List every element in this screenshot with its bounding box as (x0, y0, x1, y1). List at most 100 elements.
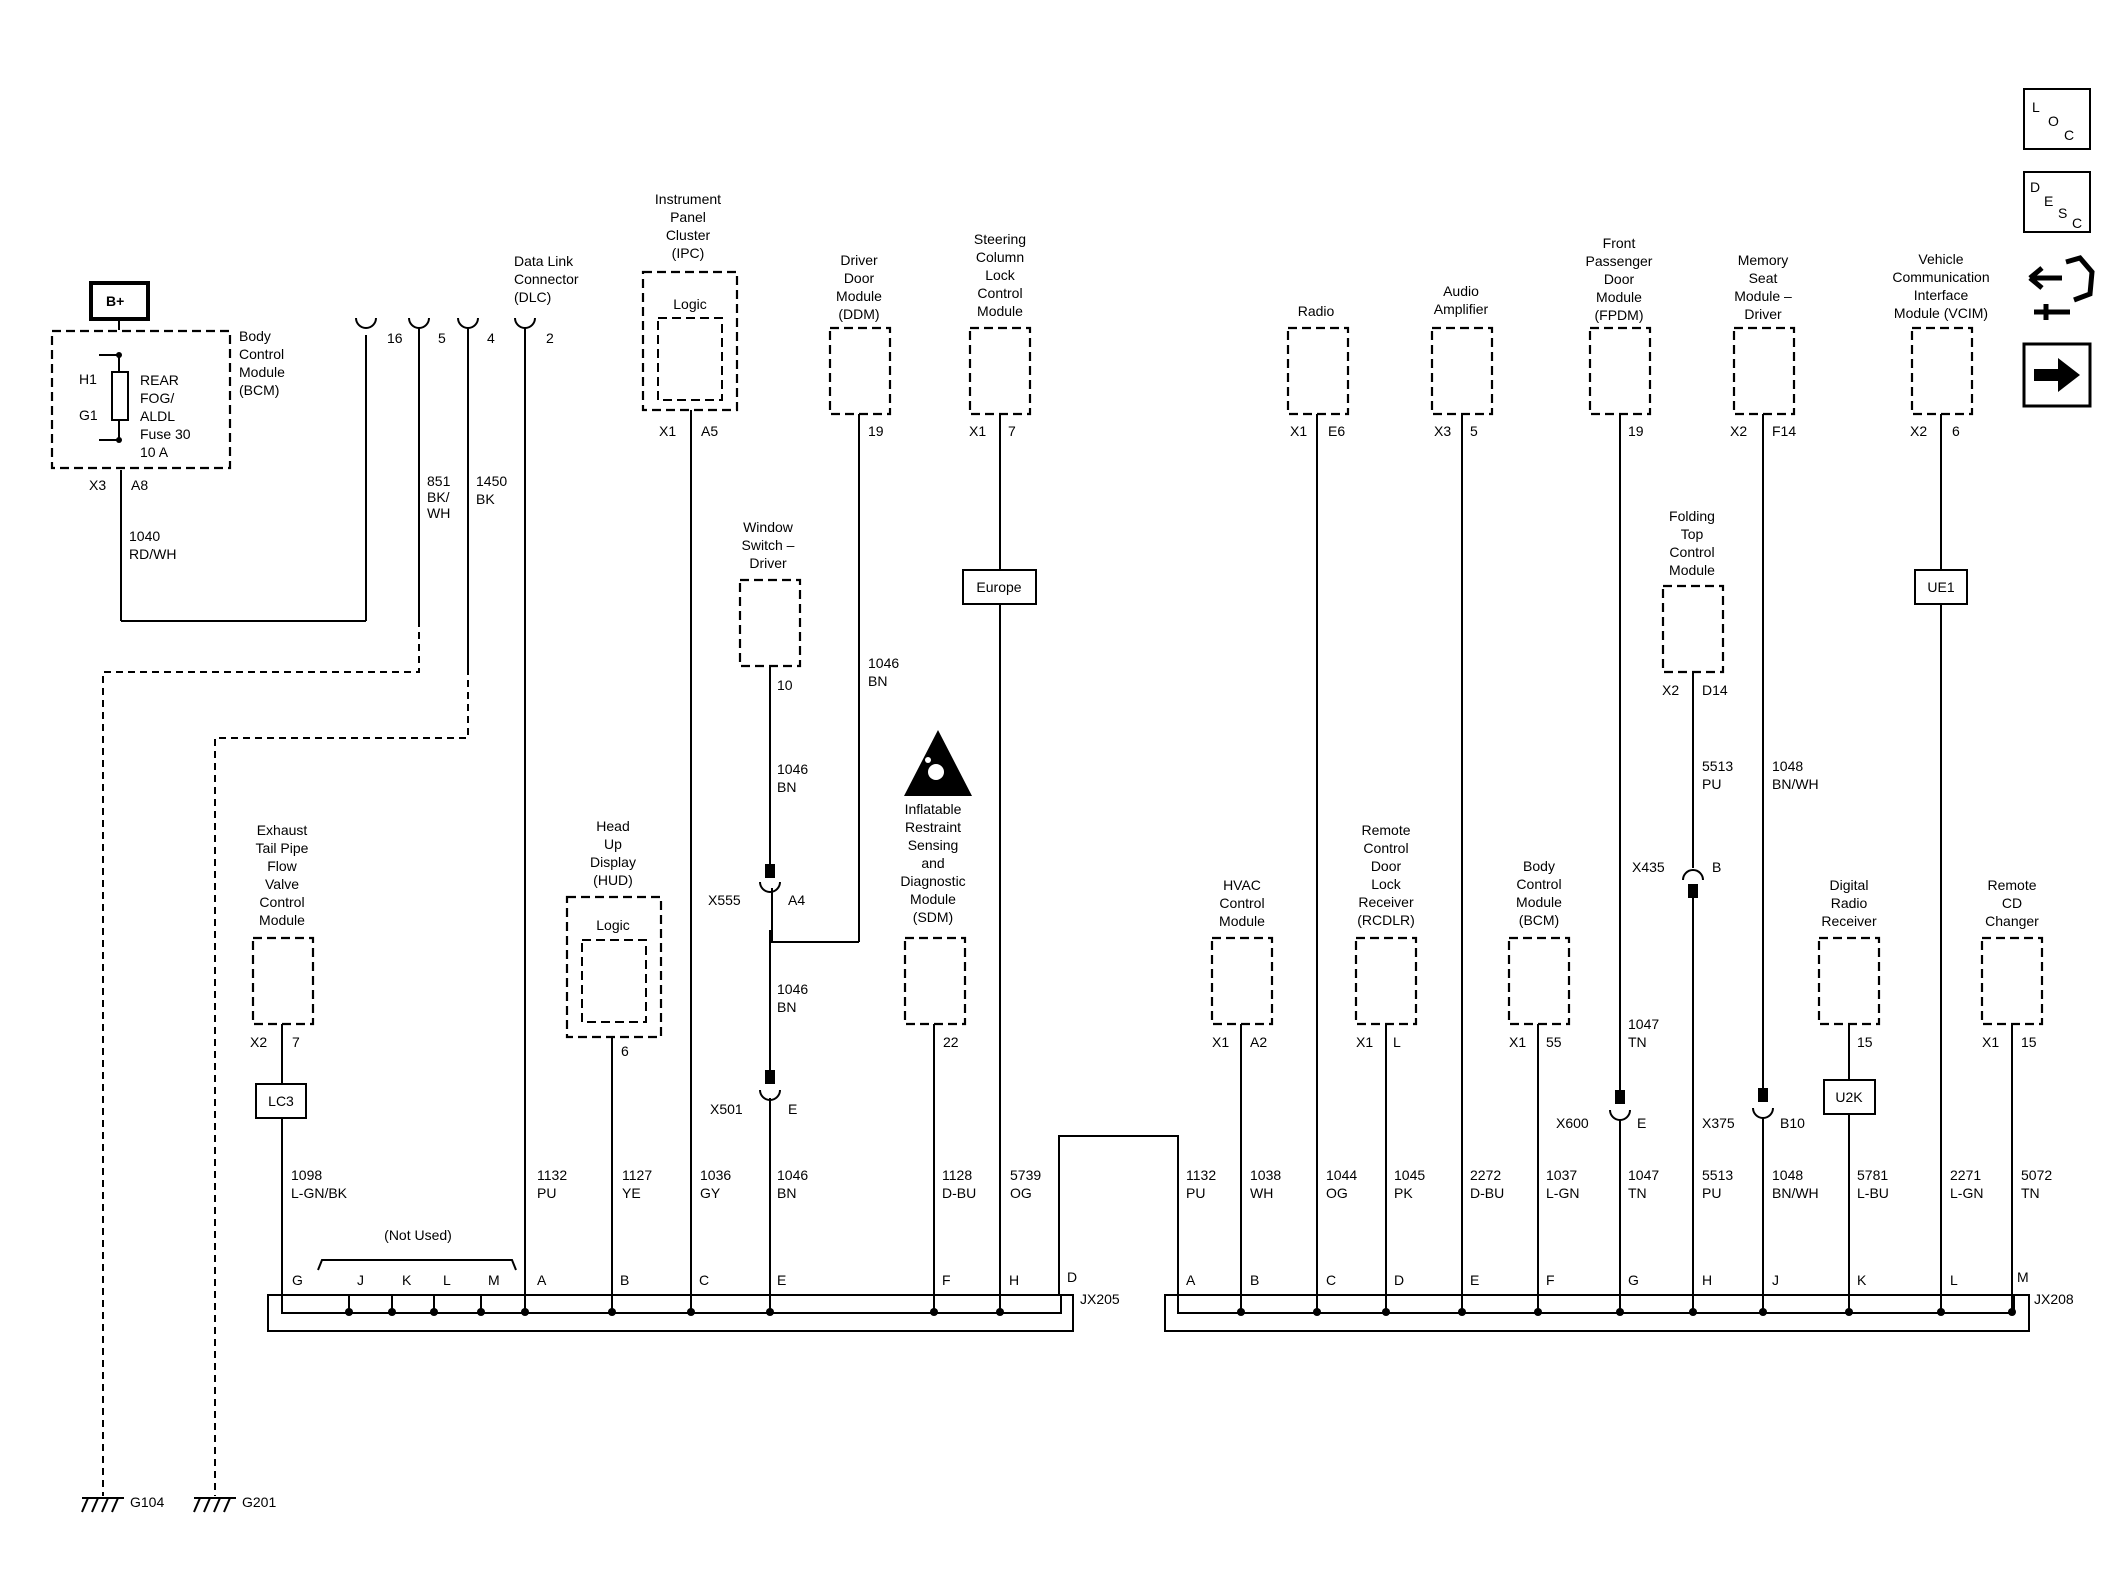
battery-positive-label: B+ (89, 281, 150, 321)
svg-text:19: 19 (868, 423, 884, 439)
svg-text:Restraint: Restraint (905, 819, 961, 835)
bcm-top-module: H1 G1 REAR FOG/ ALDL Fuse 30 10 A Body C… (50, 328, 285, 470)
svg-text:X3: X3 (89, 477, 106, 493)
bcm-lower-module: Body Control Module (BCM) (1507, 858, 1571, 1026)
svg-text:X1: X1 (1290, 423, 1307, 439)
svg-text:Changer: Changer (1985, 913, 2039, 929)
svg-text:Top: Top (1681, 526, 1704, 542)
x555-inline-connector: X555 A4 (708, 864, 805, 908)
svg-text:1046: 1046 (777, 981, 808, 997)
svg-text:Window: Window (743, 519, 794, 535)
svg-text:X1: X1 (969, 423, 986, 439)
svg-text:OG: OG (1326, 1185, 1348, 1201)
svg-text:Head: Head (596, 818, 629, 834)
svg-text:(BCM): (BCM) (239, 382, 279, 398)
ground-g201: G201 (193, 1494, 276, 1513)
svg-text:L: L (1950, 1272, 1958, 1288)
svg-text:1132: 1132 (537, 1167, 567, 1183)
svg-text:X501: X501 (710, 1101, 743, 1117)
svg-text:Module –: Module – (1734, 288, 1792, 304)
sdm-module: Inflatable Restraint Sensing and Diagnos… (900, 801, 967, 1026)
svg-text:X600: X600 (1556, 1115, 1589, 1131)
svg-text:Control: Control (1219, 895, 1264, 911)
svg-text:BK/: BK/ (427, 489, 450, 505)
svg-text:Logic: Logic (673, 296, 706, 312)
europe-option-tag: Europe (962, 569, 1037, 605)
svg-text:16: 16 (387, 330, 403, 346)
svg-text:5072: 5072 (2021, 1167, 2052, 1183)
description-icon[interactable]: D E S C (2023, 171, 2091, 233)
svg-text:X1: X1 (659, 423, 676, 439)
svg-text:and: and (921, 855, 944, 871)
svg-text:Switch –: Switch – (742, 537, 795, 553)
svg-text:C: C (2072, 215, 2082, 231)
svg-text:BN/WH: BN/WH (1772, 776, 1819, 792)
digital-radio-module: Digital Radio Receiver (1817, 877, 1881, 1026)
svg-text:YE: YE (622, 1185, 641, 1201)
svg-text:5513: 5513 (1702, 1167, 1733, 1183)
svg-text:B: B (1250, 1272, 1259, 1288)
svg-text:Module: Module (977, 303, 1023, 319)
svg-text:Driver: Driver (749, 555, 787, 571)
svg-text:L: L (443, 1272, 451, 1288)
audio-amplifier-module: Audio Amplifier (1430, 283, 1494, 416)
location-icon[interactable]: L O C (2023, 88, 2091, 150)
svg-text:G: G (292, 1272, 303, 1288)
svg-text:Receiver: Receiver (1358, 894, 1414, 910)
svg-text:M: M (2017, 1269, 2029, 1285)
svg-text:Communication: Communication (1892, 269, 1989, 285)
svg-text:Body: Body (1523, 858, 1555, 874)
svg-text:Lock: Lock (1371, 876, 1402, 892)
svg-text:5: 5 (438, 330, 446, 346)
svg-text:1037: 1037 (1546, 1167, 1577, 1183)
svg-text:OG: OG (1010, 1185, 1032, 1201)
lc3-option-tag: LC3 (255, 1083, 307, 1119)
svg-text:Radio: Radio (1831, 895, 1868, 911)
svg-text:K: K (402, 1272, 412, 1288)
svg-text:JX208: JX208 (2034, 1291, 2074, 1307)
svg-text:X375: X375 (1702, 1115, 1735, 1131)
svg-text:Module: Module (239, 364, 285, 380)
svg-text:22: 22 (943, 1034, 959, 1050)
svg-text:Front: Front (1603, 235, 1636, 251)
svg-text:(FPDM): (FPDM) (1595, 307, 1644, 323)
svg-text:L-GN: L-GN (1950, 1185, 1983, 1201)
svg-text:A8: A8 (131, 477, 148, 493)
svg-text:Passenger: Passenger (1586, 253, 1653, 269)
svg-text:G104: G104 (130, 1494, 164, 1510)
svg-text:H: H (1702, 1272, 1712, 1288)
svg-text:D: D (1067, 1269, 1077, 1285)
svg-text:Audio: Audio (1443, 283, 1479, 299)
svg-text:Logic: Logic (596, 917, 629, 933)
svg-text:L: L (2032, 99, 2040, 115)
not-used-bracket: (Not Used) (317, 1227, 517, 1271)
svg-text:4: 4 (487, 330, 495, 346)
svg-text:Lock: Lock (985, 267, 1016, 283)
svg-text:Module: Module (836, 288, 882, 304)
svg-text:L-BU: L-BU (1857, 1185, 1889, 1201)
svg-text:Sensing: Sensing (908, 837, 959, 853)
svg-text:JX205: JX205 (1080, 1291, 1120, 1307)
svg-text:E: E (777, 1272, 786, 1288)
svg-text:B: B (620, 1272, 629, 1288)
rcdlr-module: Remote Control Door Lock Receiver (RCDLR… (1354, 822, 1418, 1026)
svg-text:X2: X2 (1730, 423, 1747, 439)
wiring-harness-icon[interactable] (2028, 255, 2095, 320)
arrow-right-icon[interactable] (2022, 342, 2092, 408)
svg-text:1046: 1046 (777, 761, 808, 777)
svg-text:Control: Control (239, 346, 284, 362)
svg-text:O: O (2048, 113, 2059, 129)
remote-cd-changer-module: Remote CD Changer (1980, 877, 2044, 1026)
svg-text:Control: Control (1516, 876, 1561, 892)
svg-text:5739: 5739 (1010, 1167, 1041, 1183)
svg-text:PU: PU (1702, 776, 1721, 792)
svg-text:15: 15 (1857, 1034, 1873, 1050)
svg-text:5: 5 (1470, 423, 1478, 439)
svg-text:BN: BN (777, 779, 796, 795)
svg-text:Europe: Europe (976, 579, 1021, 595)
svg-text:X555: X555 (708, 892, 741, 908)
svg-text:REAR: REAR (140, 372, 179, 388)
radio-module: Radio (1286, 303, 1350, 416)
vcim-module: Vehicle Communication Interface Module (… (1892, 251, 1990, 416)
svg-text:(Not Used): (Not Used) (384, 1227, 452, 1243)
